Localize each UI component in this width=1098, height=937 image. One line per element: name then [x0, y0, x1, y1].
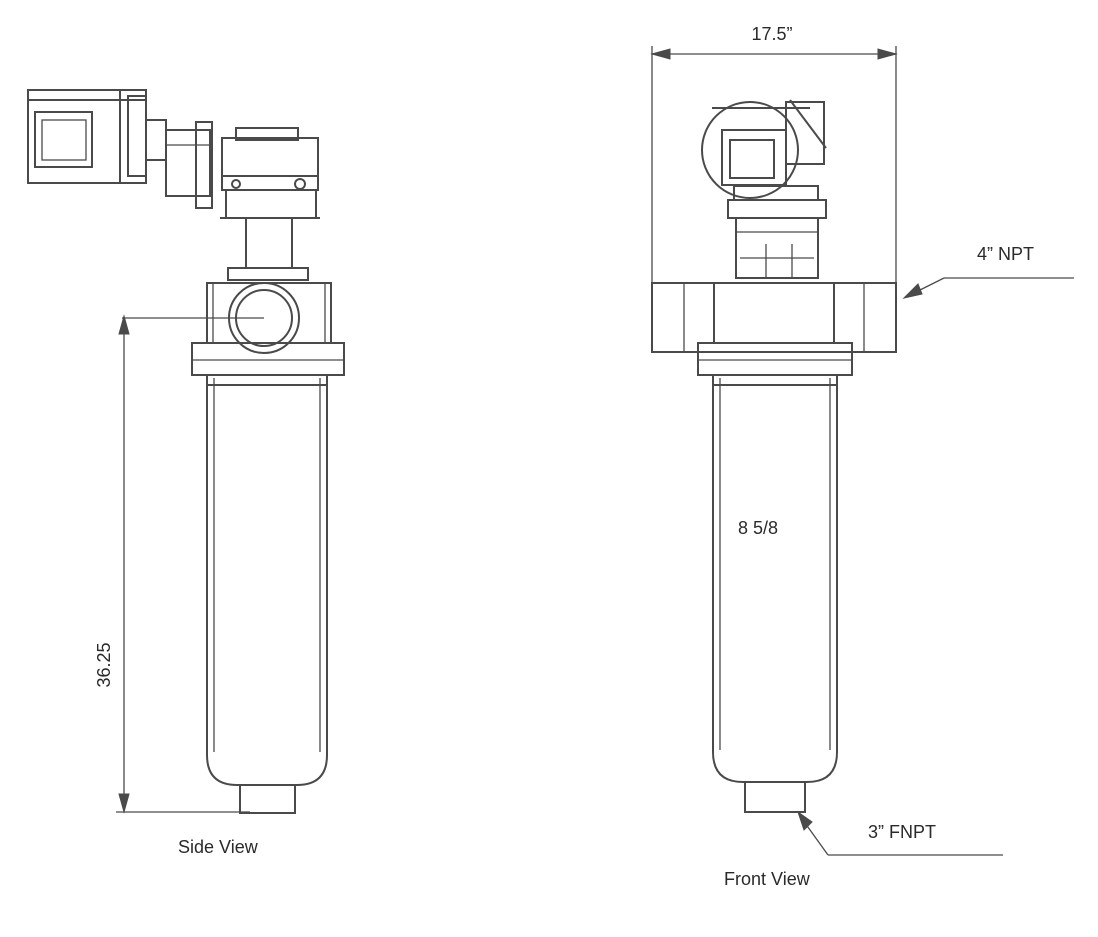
inlet-callout: 4” NPT [977, 244, 1034, 264]
width-dimension-label: 17.5” [751, 24, 792, 44]
front-gearbox [727, 199, 827, 279]
front-flange [697, 342, 853, 376]
front-view-caption: Front View [724, 869, 811, 889]
height-dimension-label: 36.25 [94, 642, 114, 687]
side-coupling [165, 121, 213, 209]
side-motor [27, 89, 167, 184]
outlet-leader [797, 810, 1003, 856]
height-dimension [116, 314, 264, 814]
front-motor [701, 99, 827, 201]
front-outlet [744, 781, 806, 813]
diameter-label: 8 5/8 [738, 518, 778, 538]
outlet-callout: 3” FNPT [868, 822, 936, 842]
front-body [712, 375, 838, 783]
side-view-caption: Side View [178, 837, 259, 857]
side-flange [191, 342, 345, 376]
front-view [650, 46, 1074, 856]
side-view [27, 89, 345, 814]
front-head [651, 282, 897, 353]
side-shaft [227, 217, 309, 281]
side-gearbox [220, 127, 320, 219]
side-outlet [239, 784, 296, 814]
side-body [206, 375, 328, 786]
inlet-leader [902, 277, 1074, 299]
